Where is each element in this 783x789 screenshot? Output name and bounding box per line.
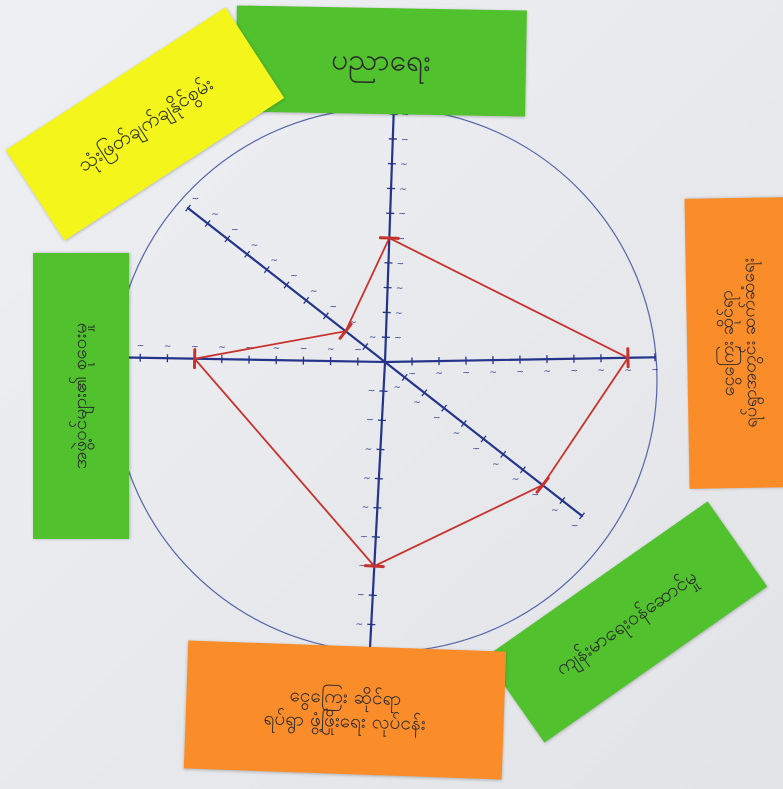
tick-up-left-7 (244, 250, 251, 258)
tick-mark-up-left-7: ~ (251, 241, 259, 251)
tick-mark-right-3: ~ (462, 369, 470, 379)
tick-mark-up-left-2: ~ (349, 318, 357, 328)
tick-mark-right-10: ~ (651, 365, 659, 375)
data-point-down-right (535, 476, 550, 494)
tick-mark-down-3: ~ (365, 445, 373, 455)
tick-mark-down-2: ~ (366, 416, 374, 426)
note-right-orange-line2: ရပ်ရွာအတွင်း ဆက်ဆံရေး (737, 257, 762, 428)
tick-up-left-5 (283, 281, 290, 289)
tick-mark-up-left-3: ~ (330, 302, 338, 312)
tick-down-right-2 (421, 389, 428, 397)
tick-mark-left-2: ~ (327, 345, 335, 355)
tick-mark-down-right-10: ~ (571, 521, 579, 531)
tick-mark-up-10: ~ (402, 111, 410, 121)
tick-mark-down-7: ~ (359, 561, 367, 571)
tick-mark-down-9: ~ (355, 620, 363, 630)
tick-mark-down-right-7: ~ (512, 475, 520, 485)
tick-up-left-3 (322, 312, 329, 320)
tick-mark-down-right-9: ~ (551, 506, 559, 516)
note-top-green-text: ပညာရေး (330, 42, 432, 80)
data-point-up (378, 236, 400, 240)
tick-mark-up-left-9: ~ (211, 210, 219, 220)
tick-mark-down-6: ~ (360, 532, 368, 542)
tick-mark-down-right-8: ~ (531, 491, 539, 501)
tick-mark-left-3: ~ (300, 345, 308, 355)
tick-down-right-1 (401, 373, 408, 381)
note-left-green: အဖွဲ့ဝင်များ၏ စုဝေးမှု (33, 253, 129, 539)
tick-mark-down-right-2: ~ (413, 398, 421, 408)
tick-down-right-4 (460, 420, 467, 428)
tick-down-right-5 (480, 435, 487, 443)
tick-mark-right-2: ~ (435, 369, 443, 379)
tick-mark-left-8: ~ (164, 342, 172, 352)
tick-mark-left-6: ~ (218, 343, 226, 353)
tick-mark-up-left-10: ~ (192, 195, 200, 205)
data-point-up-left (338, 322, 353, 340)
tick-mark-down-right-3: ~ (433, 414, 441, 424)
tick-mark-up-6: ~ (398, 210, 406, 220)
data-polygon (192, 236, 630, 568)
tick-mark-down-right-4: ~ (453, 429, 461, 439)
tick-mark-up-1: ~ (394, 334, 402, 344)
tick-mark-right-5: ~ (516, 368, 524, 378)
tick-mark-right-6: ~ (543, 367, 551, 377)
tick-mark-right-9: ~ (624, 366, 632, 376)
tick-mark-right-1: ~ (408, 370, 416, 380)
tick-mark-down-5: ~ (362, 503, 370, 513)
tick-up-left-6 (263, 266, 270, 274)
tick-down-right-6 (500, 450, 507, 458)
tick-mark-up-3: ~ (396, 284, 404, 294)
tick-mark-down-right-5: ~ (472, 444, 480, 454)
tick-mark-up-4: ~ (397, 259, 405, 269)
tick-mark-right-7: ~ (570, 367, 578, 377)
note-left-green-text: အဖွဲ့ဝင်များ၏ စုဝေးမှု (69, 322, 92, 470)
tick-mark-up-2: ~ (395, 309, 403, 319)
data-point-down (363, 564, 385, 569)
tick-mark-up-left-6: ~ (270, 256, 278, 266)
note-bottom-orange-line2: ရပ်ရွာ ဖွံ့ဖြိုးရေး လုပ်ငန်း (263, 707, 427, 735)
tick-mark-down-4: ~ (363, 474, 371, 484)
tick-down-right-3 (441, 404, 448, 412)
tick-mark-left-7: ~ (191, 343, 199, 353)
tick-mark-left-4: ~ (273, 344, 281, 354)
tick-mark-up-5: ~ (398, 234, 406, 244)
tick-mark-down-8: ~ (357, 591, 365, 601)
tick-up-left-10 (185, 204, 191, 212)
tick-up-left-9 (204, 219, 211, 228)
tick-mark-up-7: ~ (399, 185, 407, 195)
note-right-orange-line1: ငွေကြေး ဆိုင်ရာ (715, 290, 739, 397)
tick-mark-right-8: ~ (597, 366, 605, 376)
tick-mark-up-9: ~ (401, 135, 409, 145)
tick-mark-down-1: ~ (368, 387, 376, 397)
tick-mark-up-left-1: ~ (369, 333, 377, 343)
tick-mark-down-right-1: ~ (394, 383, 402, 393)
tick-up-left-8 (224, 235, 231, 243)
tick-up-left-4 (303, 296, 310, 304)
tick-mark-right-4: ~ (489, 368, 497, 378)
tick-mark-up-left-5: ~ (290, 272, 298, 282)
tick-up-left-1 (362, 343, 369, 351)
note-right-orange: ငွေကြေး ဆိုင်ရာ ရပ်ရွာအတွင်း ဆက်ဆံရေး (684, 197, 783, 489)
tick-mark-up-left-4: ~ (310, 287, 318, 297)
tick-mark-left-9: ~ (137, 342, 145, 352)
tick-down-right-9 (559, 496, 566, 505)
note-bottom-orange: ငွေကြေး ဆိုင်ရာ ရပ်ရွာ ဖွံ့ဖြိုးရေး လုပ်… (183, 640, 507, 780)
tick-mark-up-8: ~ (400, 160, 408, 170)
tick-mark-down-right-6: ~ (492, 460, 500, 470)
tick-down-right-7 (519, 466, 526, 474)
tick-down-right-10 (579, 512, 585, 520)
tick-mark-up-left-8: ~ (231, 225, 239, 235)
tick-mark-left-1: ~ (354, 346, 362, 356)
